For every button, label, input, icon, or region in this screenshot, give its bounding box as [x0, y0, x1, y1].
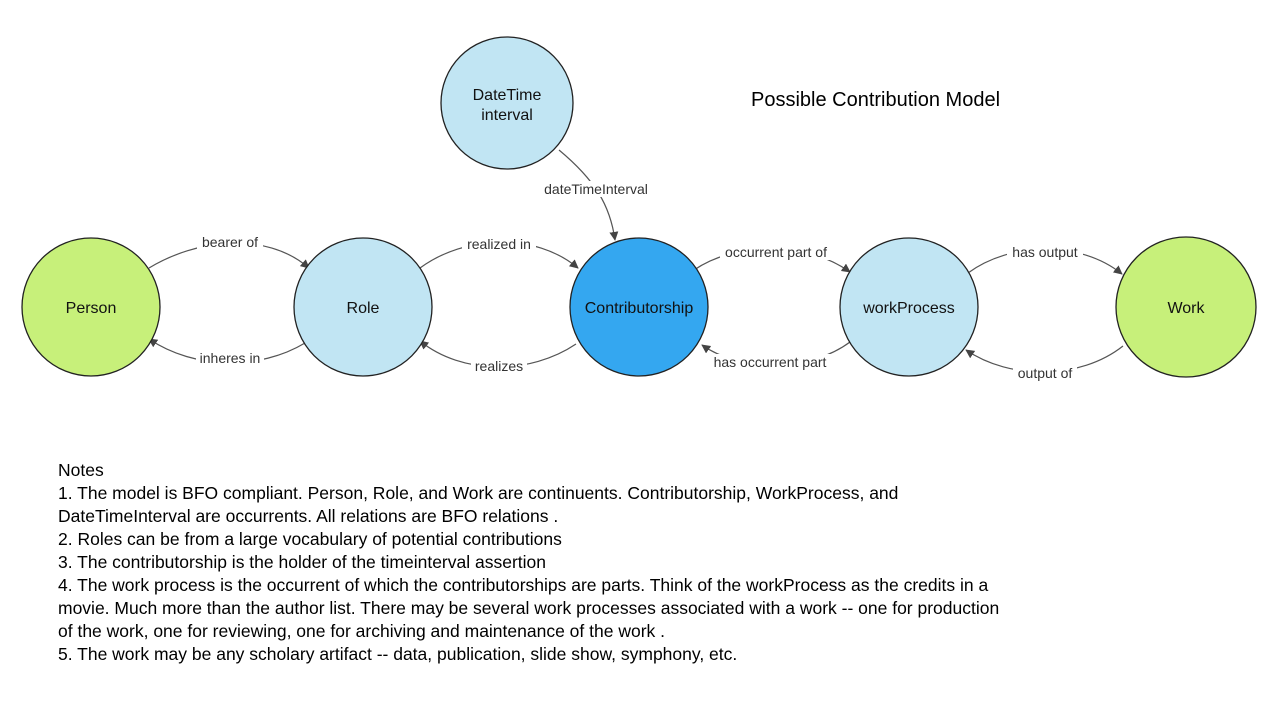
- node-contributorship: Contributorship: [569, 237, 709, 377]
- contribution-model-diagram: bearer of inheres in realized in realize…: [21, 36, 1257, 381]
- diagram-title: Possible Contribution Model: [751, 89, 1001, 111]
- notes-line: 4. The work process is the occurrent of …: [58, 575, 989, 595]
- node-role: Role: [293, 237, 433, 377]
- edge-realized-in: realized in: [419, 236, 579, 269]
- edge-inheres-in: inheres in: [148, 338, 306, 366]
- notes-line: movie. Much more than the author list. T…: [58, 598, 1000, 618]
- edge-realizes: realizes: [419, 340, 577, 374]
- edge-datetimeinterval: dateTimeInterval: [537, 149, 655, 241]
- nodes: Person Role Contributorship workProcess …: [21, 36, 1257, 378]
- edges: bearer of inheres in realized in realize…: [148, 149, 1124, 381]
- edge-label-realizes: realizes: [475, 358, 523, 374]
- edge-has-occurrent-part: has occurrent part: [701, 341, 851, 370]
- node-workprocess: workProcess: [839, 237, 979, 377]
- edge-label-occurrent-part-of: occurrent part of: [725, 244, 827, 260]
- node-contributorship-circle: [569, 237, 709, 377]
- notes-line: DateTimeInterval are occurrents. All rel…: [58, 506, 559, 526]
- node-person-label: Person: [66, 300, 117, 317]
- notes-line: of the work, one for reviewing, one for …: [58, 621, 665, 641]
- edge-label-inheres-in: inheres in: [200, 350, 261, 366]
- node-work-label: Work: [1167, 300, 1205, 317]
- node-person: Person: [21, 237, 161, 377]
- edge-label-has-occurrent-part: has occurrent part: [714, 354, 827, 370]
- edge-bearer-of: bearer of: [148, 234, 310, 269]
- edge-label-datetimeinterval: dateTimeInterval: [544, 181, 648, 197]
- edge-label-bearer-of: bearer of: [202, 234, 258, 250]
- edge-label-has-output: has output: [1012, 244, 1077, 260]
- node-work: Work: [1115, 236, 1257, 378]
- notes-section: Notes 1. The model is BFO compliant. Per…: [58, 459, 1218, 666]
- notes-line: 3. The contributorship is the holder of …: [58, 552, 546, 572]
- edge-output-of: output of: [965, 345, 1124, 381]
- edge-label-output-of: output of: [1018, 365, 1073, 381]
- notes-line: 5. The work may be any scholary artifact…: [58, 644, 738, 664]
- node-datetime-interval-label-line2: interval: [481, 107, 533, 124]
- edge-has-output: has output: [967, 244, 1123, 275]
- node-work-circle: [1115, 236, 1257, 378]
- notes-line: 2. Roles can be from a large vocabulary …: [58, 529, 562, 549]
- node-datetime-interval: DateTime interval: [440, 36, 574, 170]
- node-role-circle: [293, 237, 433, 377]
- node-datetime-interval-label-line1: DateTime: [473, 87, 542, 104]
- node-contributorship-label: Contributorship: [585, 300, 694, 317]
- node-datetime-interval-circle: [440, 36, 574, 170]
- edge-occurrent-part-of: occurrent part of: [693, 244, 851, 273]
- notes-heading: Notes: [58, 460, 104, 480]
- node-workprocess-label: workProcess: [862, 300, 955, 317]
- edge-label-realized-in: realized in: [467, 236, 531, 252]
- node-person-circle: [21, 237, 161, 377]
- node-workprocess-circle: [839, 237, 979, 377]
- node-role-label: Role: [347, 300, 380, 317]
- notes-line: 1. The model is BFO compliant. Person, R…: [58, 483, 899, 503]
